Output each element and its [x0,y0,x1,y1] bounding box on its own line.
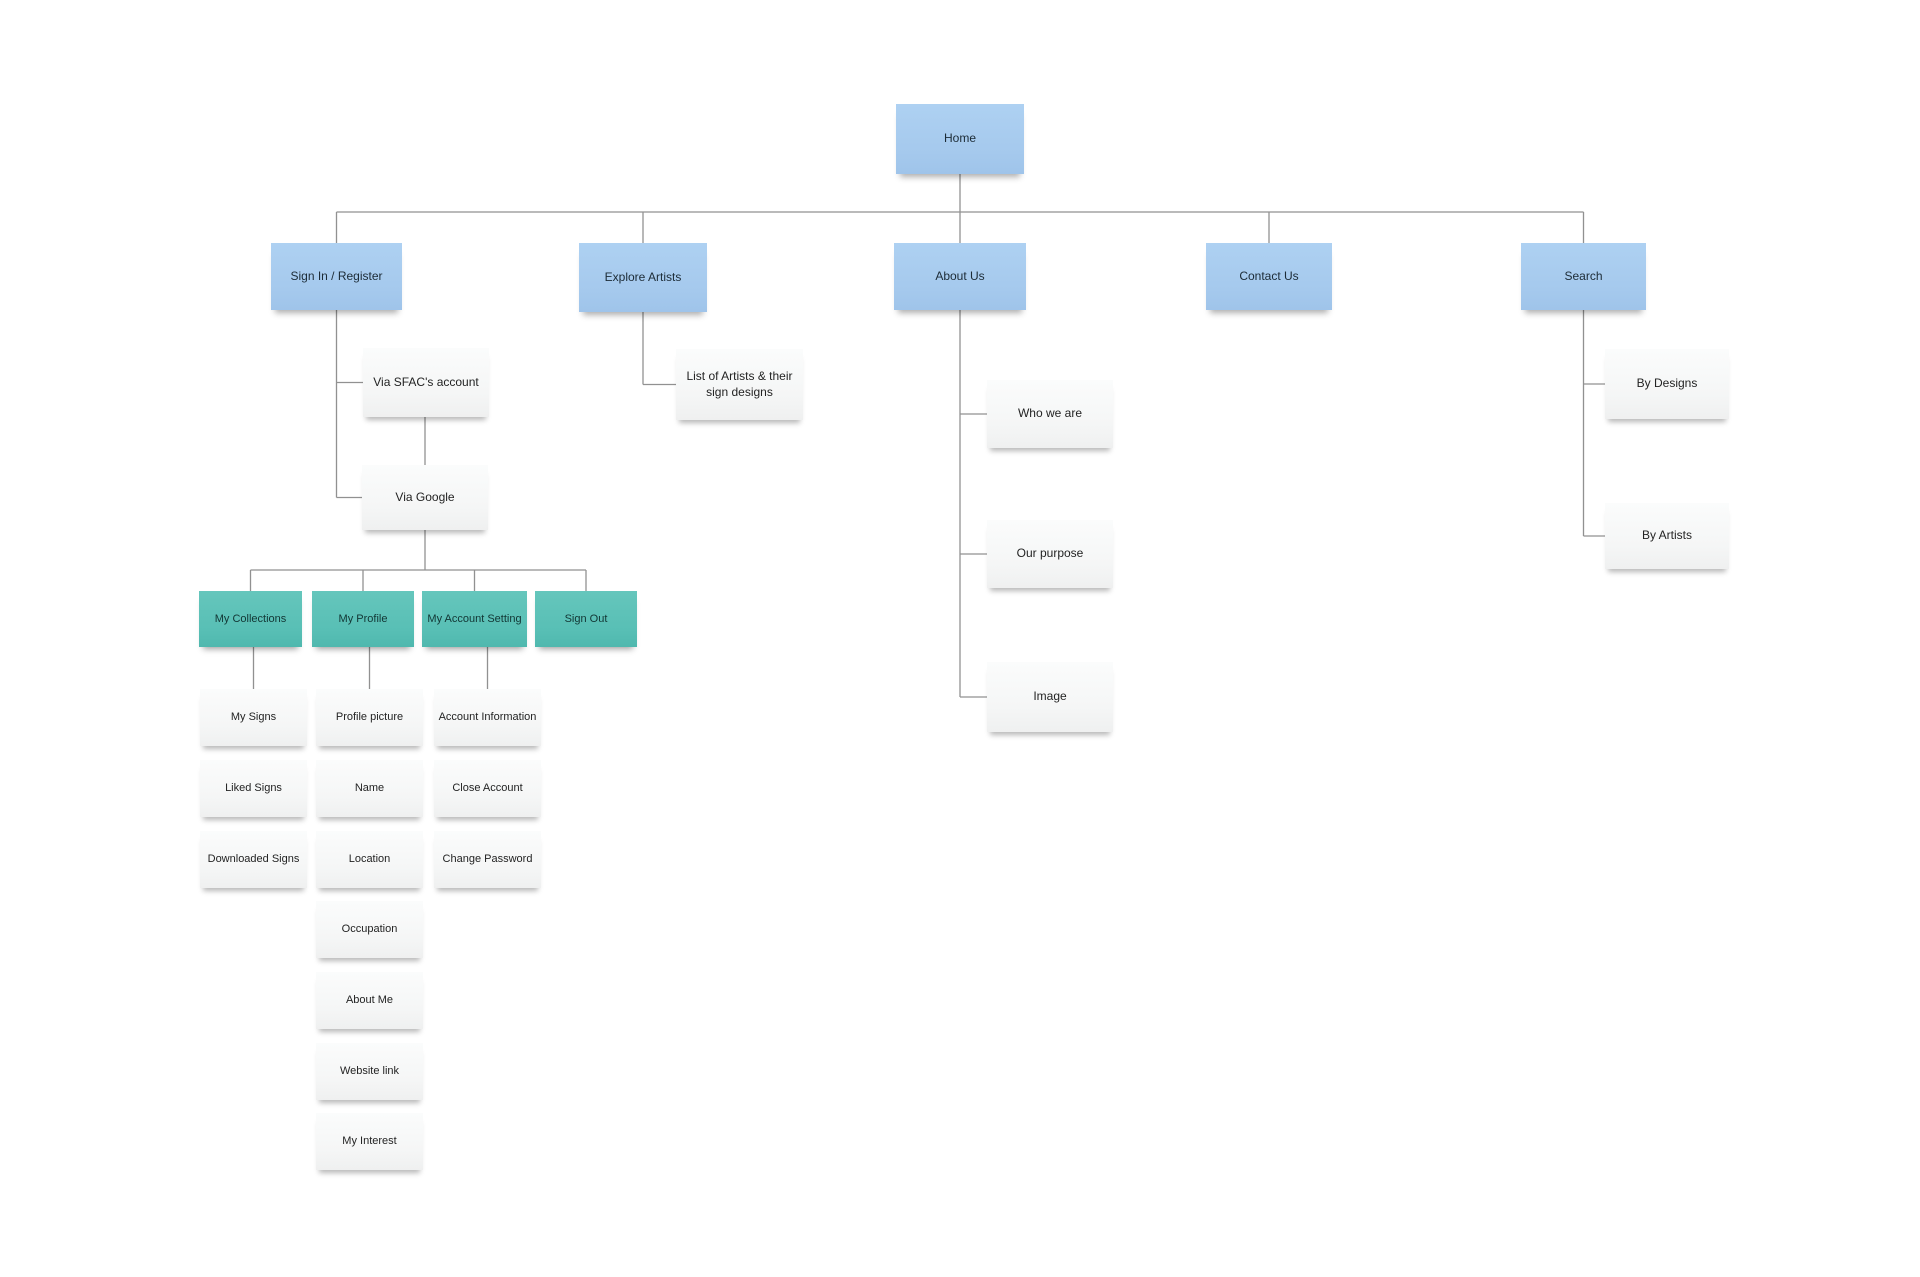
note-signin[interactable]: Sign In / Register [271,243,402,310]
note-image[interactable]: Image [987,662,1113,732]
note-label: Occupation [341,923,398,936]
note-label: Via Google [395,489,455,504]
note-our-purpose[interactable]: Our purpose [987,520,1113,588]
note-account-information[interactable]: Account Information [434,689,541,746]
note-website-link[interactable]: Website link [316,1043,423,1100]
note-close-account[interactable]: Close Account [434,760,541,817]
note-label: Name [354,782,385,795]
note-my-profile[interactable]: My Profile [312,591,414,647]
note-my-account-setting[interactable]: My Account Setting [422,591,527,647]
note-liked-signs[interactable]: Liked Signs [200,760,307,817]
note-sign-out[interactable]: Sign Out [535,591,637,647]
note-name[interactable]: Name [316,760,423,817]
note-label: Explore Artists [604,269,682,284]
note-about[interactable]: About Us [894,243,1026,310]
note-label: Close Account [452,782,523,795]
note-by-designs[interactable]: By Designs [1605,349,1729,419]
note-label: Location [348,853,391,866]
note-label: List of Artists & their sign designs [686,368,793,399]
note-list-of-artists[interactable]: List of Artists & their sign designs [676,349,803,420]
note-via-google[interactable]: Via Google [362,465,488,530]
note-by-artists[interactable]: By Artists [1605,503,1729,569]
note-downloaded-signs[interactable]: Downloaded Signs [200,831,307,888]
note-label: Sign Out [564,612,608,625]
note-label: Website link [339,1065,400,1078]
note-label: Profile picture [335,711,404,724]
note-label: Contact Us [1239,268,1299,283]
note-label: Our purpose [1016,546,1084,561]
note-label: Image [1033,689,1067,704]
note-label: My Interest [342,1135,397,1148]
note-about-me[interactable]: About Me [316,972,423,1029]
note-label: Home [943,131,976,146]
note-my-collections[interactable]: My Collections [199,591,302,647]
note-label: Change Password [442,853,533,866]
note-search[interactable]: Search [1521,243,1646,310]
note-who-we-are[interactable]: Who we are [987,380,1113,448]
note-label: Who we are [1017,406,1083,421]
note-label: My Profile [338,612,388,625]
note-label: Search [1564,268,1603,283]
note-contact[interactable]: Contact Us [1206,243,1332,310]
note-via-sfac[interactable]: Via SFAC's account [363,348,489,417]
note-my-signs[interactable]: My Signs [200,689,307,746]
note-profile-picture[interactable]: Profile picture [316,689,423,746]
note-label: Via SFAC's account [373,374,479,389]
note-label: Liked Signs [225,782,282,795]
note-home[interactable]: Home [896,104,1024,174]
note-label: By Designs [1636,376,1698,391]
note-occupation[interactable]: Occupation [316,901,423,958]
note-label: My Signs [230,711,277,724]
note-label: Account Information [438,711,537,724]
note-explore[interactable]: Explore Artists [579,243,707,312]
note-label: By Artists [1641,528,1692,543]
note-my-interest[interactable]: My Interest [316,1113,423,1170]
note-label: My Collections [214,612,287,625]
note-label: About Us [935,268,985,283]
note-location[interactable]: Location [316,831,423,888]
note-label: Downloaded Signs [207,853,300,866]
note-label: My Account Setting [427,612,522,625]
note-label: Sign In / Register [290,268,383,283]
note-label: About Me [345,994,394,1007]
note-change-password[interactable]: Change Password [434,831,541,888]
